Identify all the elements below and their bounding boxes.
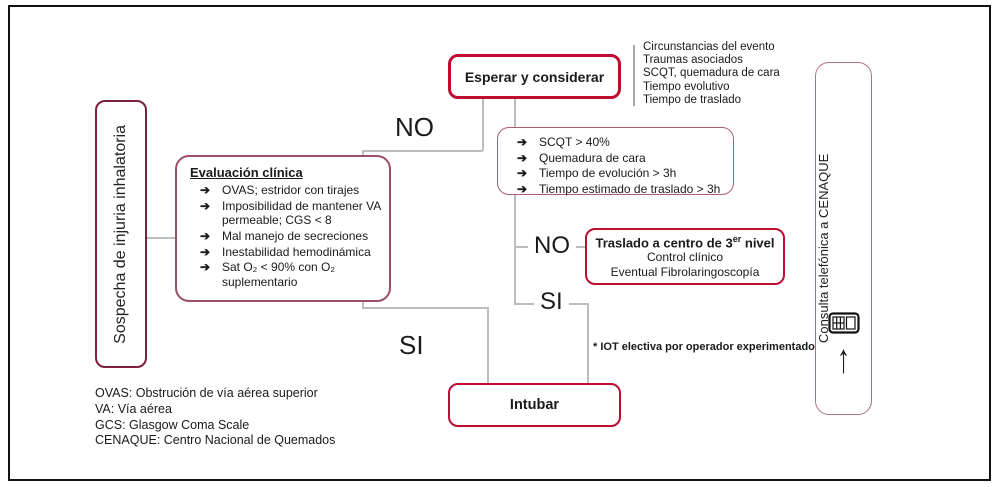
list-item-text: Tiempo estimado de traslado > 3h bbox=[539, 181, 721, 196]
consider-list: Circunstancias del evento Traumas asocia… bbox=[643, 41, 780, 107]
arrow-bullet-icon: ➔ bbox=[517, 135, 528, 149]
branch-label-no-mid: NO bbox=[528, 232, 576, 260]
node-criterios: ➔ SCQT > 40% ➔ Quemadura de cara ➔ Tiempo d… bbox=[497, 127, 734, 197]
footnote: * IOT electiva por operador experimentad… bbox=[593, 341, 815, 353]
list-item: ➔ SCQT > 40% bbox=[517, 135, 727, 150]
arrow-bullet-icon: ➔ bbox=[200, 244, 211, 259]
node-esperar-considerar: Esperar y considerar bbox=[448, 54, 621, 99]
list-item: ➔ Sat O₂ < 90% con O₂ suplementario bbox=[200, 260, 381, 289]
list-item: ➔ OVAS; estridor con tirajes bbox=[200, 183, 381, 198]
bracket-line bbox=[633, 45, 635, 106]
list-item-text: Quemadura de cara bbox=[539, 150, 646, 165]
traslado-title-suffix: nivel bbox=[741, 235, 775, 251]
esperar-label: Esperar y considerar bbox=[464, 68, 605, 85]
flow-connector bbox=[514, 99, 516, 128]
abbreviation-legend: OVAS: Obstrución de vía aérea superior V… bbox=[95, 386, 335, 449]
flow-connector bbox=[482, 99, 484, 151]
flow-connector bbox=[362, 150, 483, 152]
node-sospecha-label: Sospecha de injuria inhalatoria bbox=[112, 124, 129, 344]
node-consulta-telefonica: Consulta telefónica a CENAQUE ↑ bbox=[815, 62, 872, 415]
arrow-bullet-icon: ➔ bbox=[200, 228, 211, 243]
flow-connector bbox=[362, 307, 488, 309]
consider-item: Circunstancias del evento bbox=[643, 41, 775, 53]
traslado-title-sup: er bbox=[732, 234, 742, 244]
traslado-line: Control clínico bbox=[646, 250, 724, 265]
consider-item: Tiempo de traslado bbox=[643, 93, 742, 106]
branch-label-si-mid: SI bbox=[534, 288, 569, 316]
node-intubar: Intubar bbox=[448, 383, 621, 427]
list-item: ➔ Imposibilidad de mantener VA permeable;… bbox=[200, 199, 381, 228]
node-evaluacion-clinica: Evaluación clínica ➔ OVAS; estridor con t… bbox=[175, 155, 391, 302]
criterios-list: ➔ SCQT > 40% ➔ Quemadura de cara ➔ Tiempo d… bbox=[511, 135, 727, 197]
node-traslado: Traslado a centro de 3er nivel Control c… bbox=[585, 228, 785, 285]
outer-border bbox=[8, 5, 991, 481]
list-item-text: Imposibilidad de mantener VA permeable; … bbox=[222, 198, 381, 228]
branch-label-si-lower: SI bbox=[399, 330, 424, 360]
traslado-line: Eventual Fibrolaringoscopía bbox=[610, 265, 760, 280]
evaluacion-title: Evaluación clínica bbox=[190, 165, 303, 180]
list-item-text: Sat O₂ < 90% con O₂ suplementario bbox=[222, 260, 336, 289]
flow-connector bbox=[514, 195, 516, 305]
list-item-text: OVAS; estridor con tirajes bbox=[222, 183, 360, 197]
legend-line: GCS: Glasgow Coma Scale bbox=[95, 417, 250, 432]
arrow-bullet-icon: ➔ bbox=[200, 260, 211, 275]
branch-label-no-upper: NO bbox=[395, 112, 434, 142]
arrow-bullet-icon: ➔ bbox=[517, 181, 528, 196]
traslado-title: Traslado a centro de 3er nivel bbox=[587, 234, 783, 250]
list-item-text: SCQT > 40% bbox=[539, 135, 610, 149]
evaluacion-list: ➔ OVAS; estridor con tirajes ➔ Imposibilid… bbox=[190, 183, 381, 289]
list-item: ➔ Quemadura de cara bbox=[517, 151, 727, 166]
arrow-bullet-icon: ➔ bbox=[200, 198, 211, 213]
flow-connector bbox=[362, 150, 364, 156]
list-item: ➔ Inestabilidad hemodinámica bbox=[200, 245, 381, 260]
consider-item: Tiempo evolutivo bbox=[643, 80, 730, 93]
consider-item: Traumas asociados bbox=[643, 54, 743, 67]
list-item-text: Tiempo de evolución > 3h bbox=[539, 166, 677, 181]
phone-icon bbox=[828, 312, 860, 334]
legend-line: VA: Vía aérea bbox=[95, 401, 172, 416]
list-item: ➔ Tiempo estimado de traslado > 3h bbox=[517, 182, 727, 197]
list-item-text: Inestabilidad hemodinámica bbox=[222, 244, 371, 259]
traslado-title-prefix: Traslado a centro de 3 bbox=[595, 235, 733, 251]
list-item: ➔ Mal manejo de secreciones bbox=[200, 229, 381, 244]
list-item: ➔ Tiempo de evolución > 3h bbox=[517, 166, 727, 181]
arrow-bullet-icon: ➔ bbox=[517, 166, 528, 181]
flow-connector bbox=[362, 302, 364, 308]
arrow-bullet-icon: ➔ bbox=[517, 150, 528, 165]
legend-line: CENAQUE: Centro Nacional de Quemados bbox=[95, 433, 336, 448]
legend-line: OVAS: Obstrución de vía aérea superior bbox=[95, 386, 318, 400]
node-sospecha: Sospecha de injuria inhalatoria bbox=[95, 100, 147, 368]
arrow-bullet-icon: ➔ bbox=[200, 183, 211, 197]
flow-connector bbox=[587, 303, 589, 384]
flow-connector bbox=[147, 237, 175, 239]
flow-connector bbox=[487, 307, 489, 384]
up-arrow-icon: ↑ bbox=[837, 335, 850, 382]
consider-item: SCQT, quemadura de cara bbox=[643, 67, 780, 80]
consulta-label: Consulta telefónica a CENAQUE bbox=[816, 153, 831, 343]
list-item-text: Mal manejo de secreciones bbox=[222, 228, 369, 243]
intubar-label: Intubar bbox=[509, 397, 560, 413]
